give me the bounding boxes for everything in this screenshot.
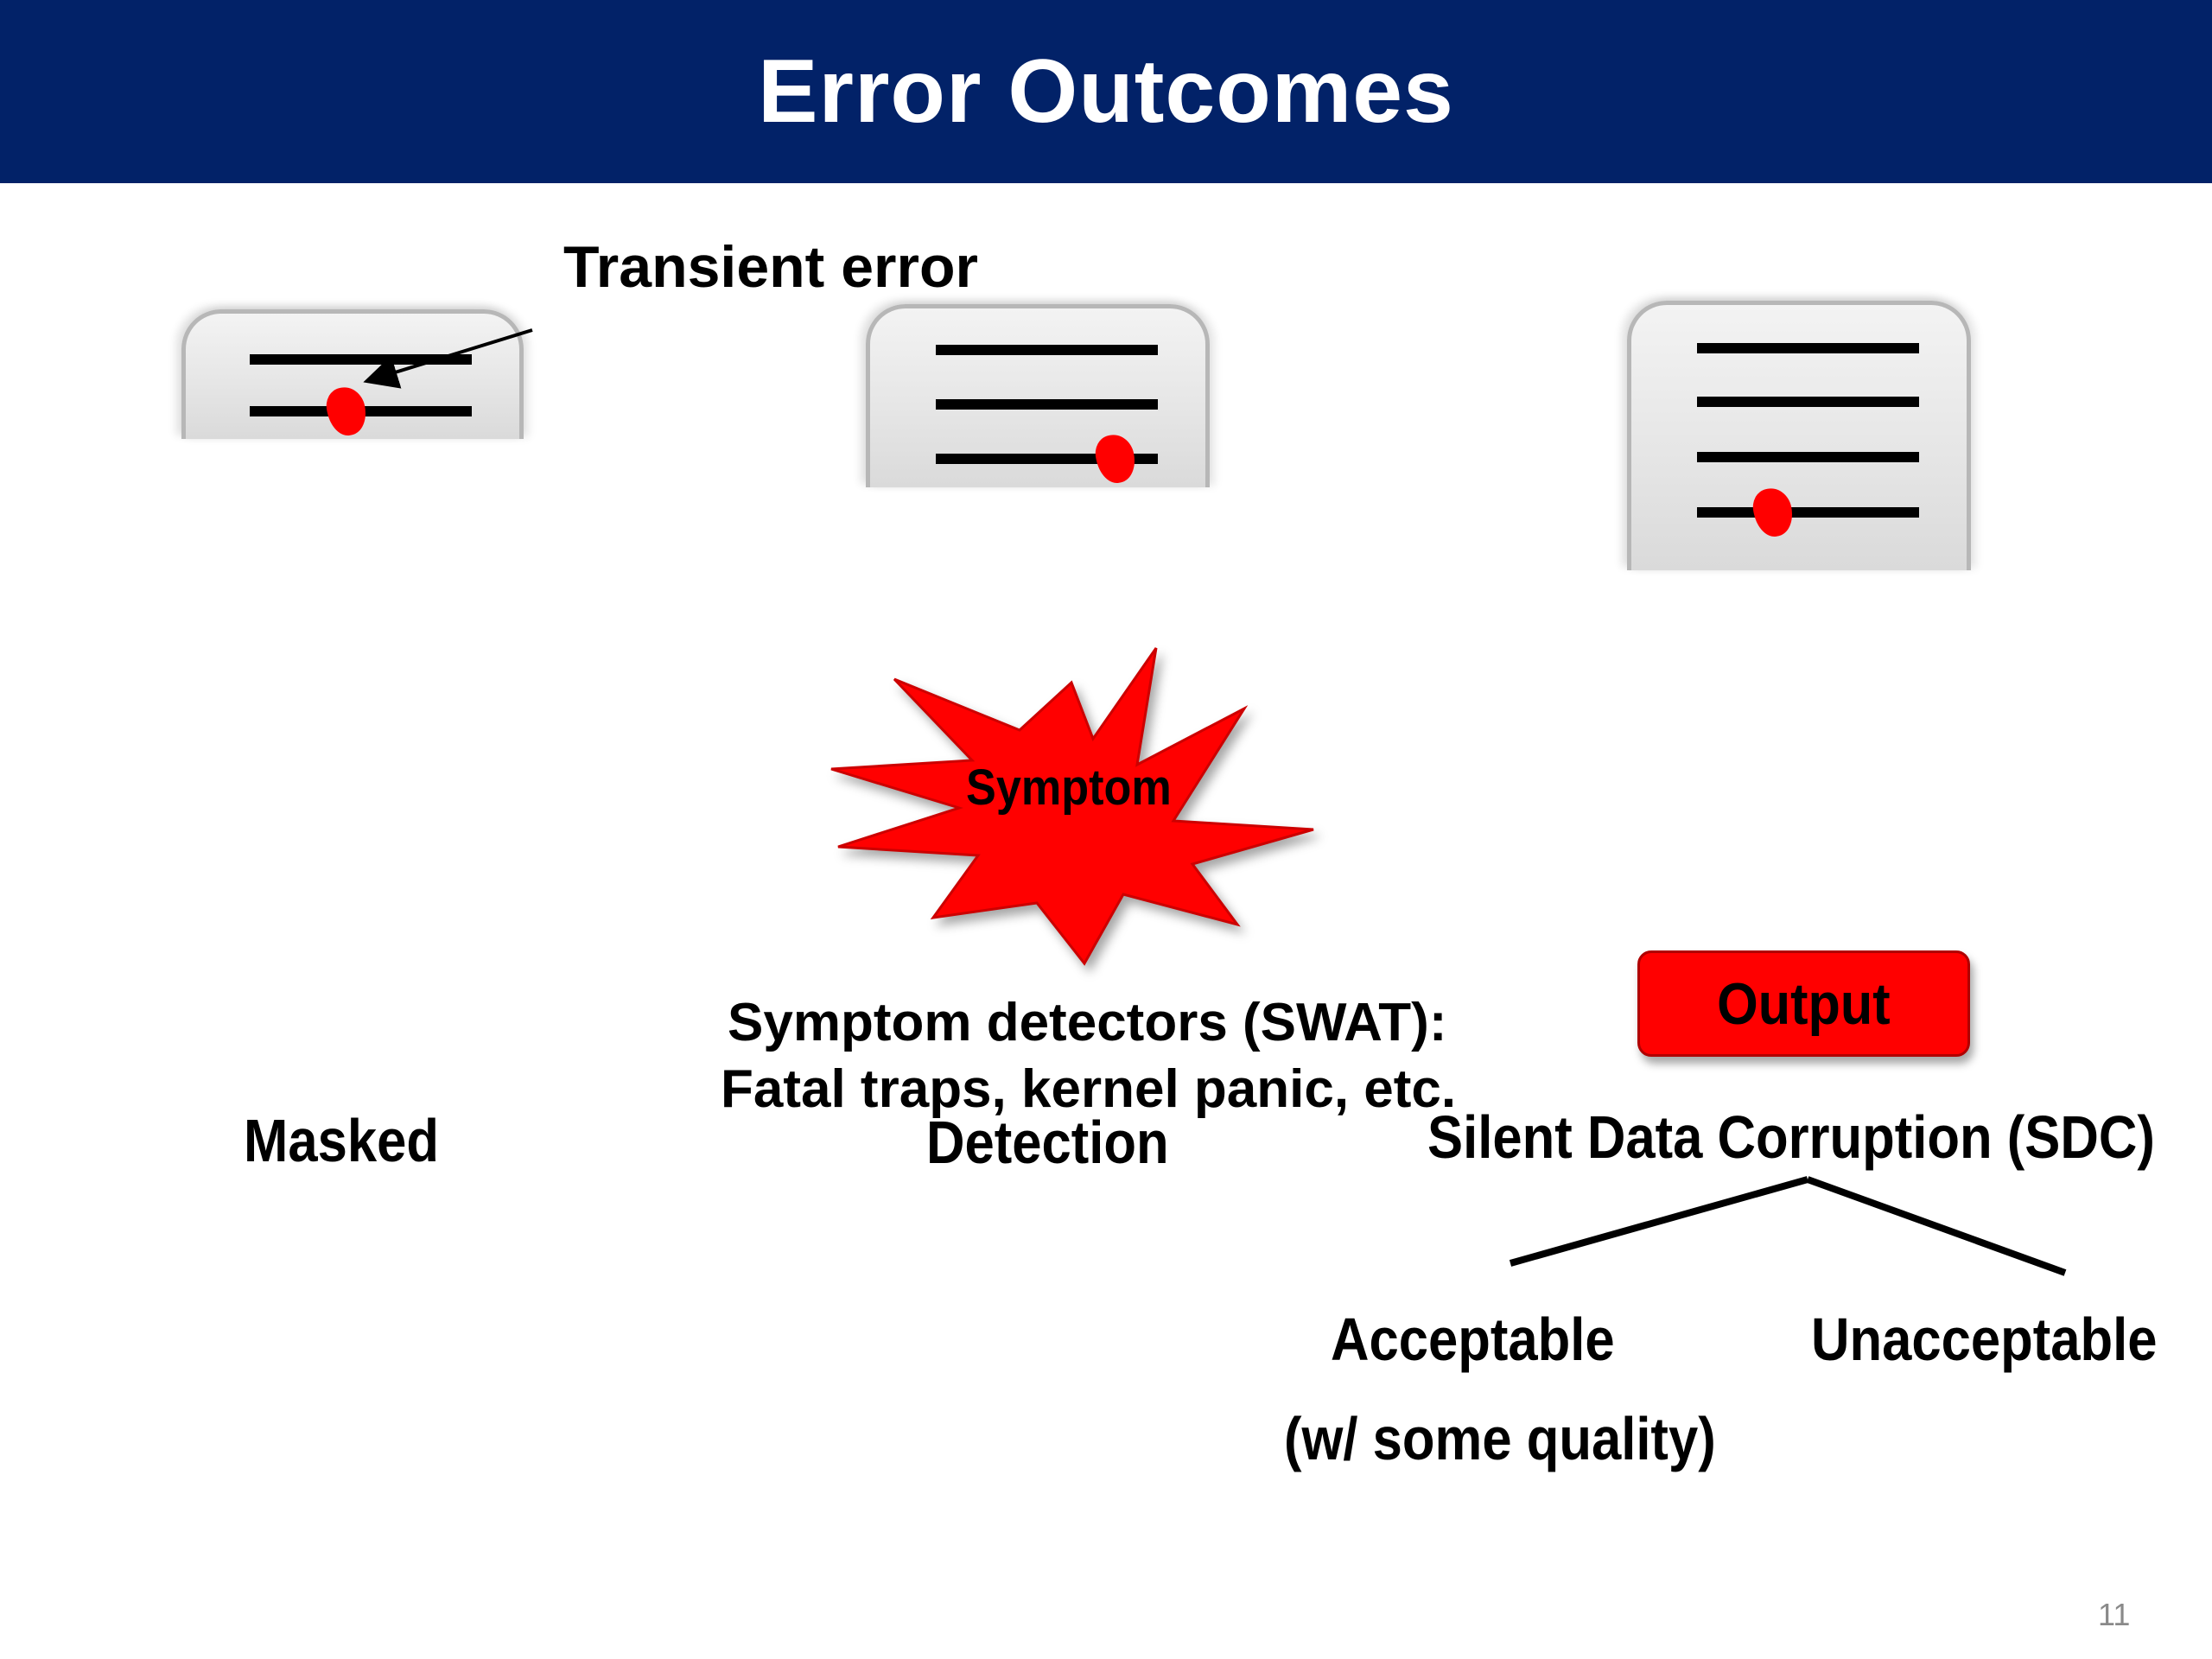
slide-title: Error Outcomes: [758, 41, 1454, 142]
document-detection: [866, 304, 1210, 487]
title-bar: Error Outcomes: [0, 0, 2212, 183]
sdc-acceptable-note: (w/ some quality): [1284, 1405, 1716, 1472]
document-sdc: [1627, 301, 1971, 570]
transient-error-label: Transient error: [563, 234, 978, 300]
sdc-unacceptable: Unacceptable: [1811, 1306, 2158, 1373]
outcome-detection: Detection: [926, 1109, 1169, 1176]
sdc-acceptable: Acceptable: [1331, 1306, 1615, 1373]
document-line: [1697, 452, 1919, 462]
document-line: [936, 399, 1158, 410]
document-line: [1697, 343, 1919, 353]
symptom-detectors-line2: Fatal traps, kernel panic, etc.: [721, 1059, 1457, 1119]
symptom-label: Symptom: [966, 760, 1172, 816]
symptom-detectors-line1: Symptom detectors (SWAT):: [728, 993, 1447, 1052]
page-number: 11: [2098, 1597, 2131, 1632]
outcome-sdc: Silent Data Corruption (SDC): [1427, 1103, 2155, 1171]
sdc-branch-lines: [1509, 1176, 2067, 1276]
output-label: Output: [1717, 970, 1891, 1037]
transient-error-arrow: [363, 328, 533, 389]
document-line: [250, 354, 472, 365]
document-masked: [181, 309, 524, 439]
output-box: Output: [1637, 950, 1970, 1057]
document-line: [936, 345, 1158, 355]
document-line: [1697, 397, 1919, 407]
symptom-starburst: [830, 647, 1314, 966]
outcome-masked: Masked: [244, 1107, 439, 1174]
